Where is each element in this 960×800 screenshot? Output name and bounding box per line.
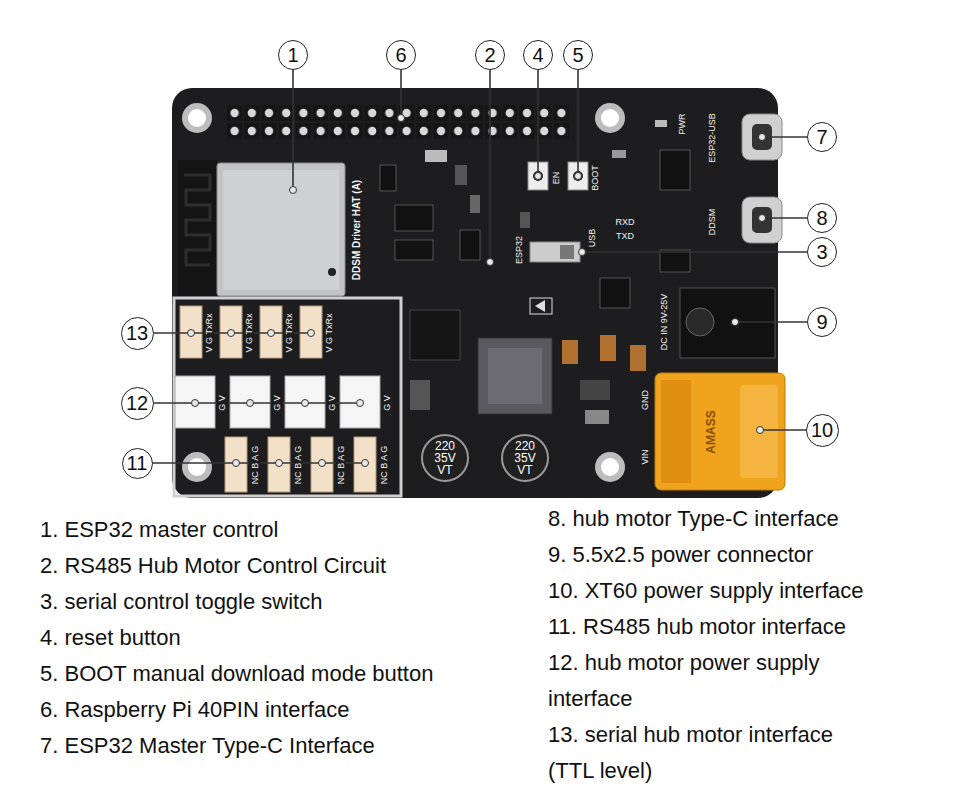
leader-lines	[152, 70, 807, 463]
callout-circle: 11	[122, 448, 153, 479]
silkscreen-label: NC B A G	[379, 445, 389, 486]
type-c-ports	[742, 114, 782, 243]
silkscreen-label: V G TxRx	[324, 313, 334, 354]
callout-description: 6. Raspberry Pi 40PIN interface	[40, 692, 349, 728]
callout-number: 6	[395, 45, 406, 65]
xt60-connector	[655, 373, 785, 490]
callout-description: 1. ESP32 master control	[40, 512, 278, 548]
callout-number: 10	[811, 420, 833, 440]
callout-description: 2. RS485 Hub Motor Control Circuit	[40, 548, 386, 584]
callout-circle: 10	[806, 414, 839, 447]
callout-description: 13. serial hub motor interface (TTL leve…	[548, 717, 848, 789]
silkscreen-label: PWR	[677, 113, 687, 136]
callout-circle: 9	[807, 307, 837, 337]
callout-description: 8. hub motor Type-C interface	[548, 501, 839, 537]
callout-number: 5	[572, 45, 583, 65]
silkscreen-label: G V	[272, 394, 282, 412]
silkscreen-label: G V	[217, 394, 227, 412]
callout-circle: 2	[475, 40, 505, 70]
silkscreen-label: NC B A G	[293, 445, 303, 486]
callout-description: 10. XT60 power supply interface	[548, 573, 864, 609]
inductor	[478, 338, 552, 414]
callout-circle: 12	[121, 387, 154, 420]
callout-circle: 6	[386, 40, 416, 70]
callout-number: 1	[287, 45, 298, 65]
callout-description: 5. BOOT manual download mode button	[40, 656, 433, 692]
silkscreen-label: VIN	[640, 448, 650, 465]
silkscreen-label: ESP32	[514, 235, 524, 265]
callout-number: 8	[816, 208, 827, 228]
silkscreen-label: NC B A G	[336, 445, 346, 486]
silkscreen-label: GND	[640, 389, 650, 411]
dc-jack	[680, 288, 775, 358]
callout-circle: 4	[523, 40, 553, 70]
pcb-board	[172, 88, 778, 498]
gpio-header	[226, 104, 570, 140]
silkscreen-label: ESP32-USB	[707, 112, 717, 164]
callout-circle: 7	[807, 122, 837, 152]
callout-circle: 3	[807, 237, 837, 267]
silkscreen-label: G V	[327, 394, 337, 412]
callout-description: 9. 5.5x2.5 power connector	[548, 537, 813, 573]
silkscreen-label: DDSM Driver HAT (A)	[351, 179, 363, 281]
silkscreen-label: V G TxRx	[204, 313, 214, 354]
silkscreen-label: V G TxRx	[284, 313, 294, 354]
callout-number: 3	[816, 242, 827, 262]
buttons	[528, 162, 588, 190]
callout-description: 4. reset button	[40, 620, 181, 656]
callout-number: 7	[816, 127, 827, 147]
callout-number: 13	[126, 323, 148, 343]
callout-number: 4	[532, 45, 543, 65]
esp32-module	[178, 160, 345, 296]
silkscreen-label: RXD	[614, 217, 635, 227]
callout-number: 2	[484, 45, 495, 65]
rs485-connectors	[225, 437, 376, 492]
silkscreen-label: DDSM	[707, 208, 717, 237]
power-connectors	[175, 376, 380, 428]
silkscreen-label: EN	[551, 171, 561, 186]
callout-number: 12	[126, 393, 148, 413]
connector-brand: AMASS	[705, 410, 719, 453]
capacitors	[422, 435, 548, 481]
silkscreen-label: BOOT	[590, 164, 600, 192]
leader-dots	[188, 115, 766, 467]
callout-circle: 13	[121, 317, 154, 350]
silkscreen-label: G V	[382, 394, 392, 412]
callout-description: 12. hub motor power supply interface	[548, 645, 878, 717]
connector-frame	[174, 298, 401, 496]
silkscreen-label: DC IN 9V-25V	[659, 293, 669, 352]
callout-number: 11	[127, 453, 148, 473]
capacitor-marking: 220 35V VT	[430, 440, 460, 476]
silkscreen-label: TXD	[615, 231, 635, 241]
callout-description: 7. ESP32 Master Type-C Interface	[40, 728, 375, 764]
callout-description: 3. serial control toggle switch	[40, 584, 322, 620]
callout-circle: 5	[563, 40, 593, 70]
silkscreen-label: V G TxRx	[244, 313, 254, 354]
callout-circle: 1	[278, 40, 308, 70]
silkscreen-label: NC B A G	[250, 445, 260, 486]
smd-components	[380, 120, 690, 424]
silkscreen-label: USB	[587, 228, 597, 249]
callout-number: 9	[816, 312, 827, 332]
callout-circle: 8	[807, 203, 837, 233]
capacitor-marking: 220 35V VT	[510, 440, 540, 476]
ttl-connectors	[180, 306, 322, 358]
mounting-holes	[182, 103, 625, 482]
toggle-switch	[530, 242, 580, 262]
callout-description: 11. RS485 hub motor interface	[548, 609, 846, 645]
